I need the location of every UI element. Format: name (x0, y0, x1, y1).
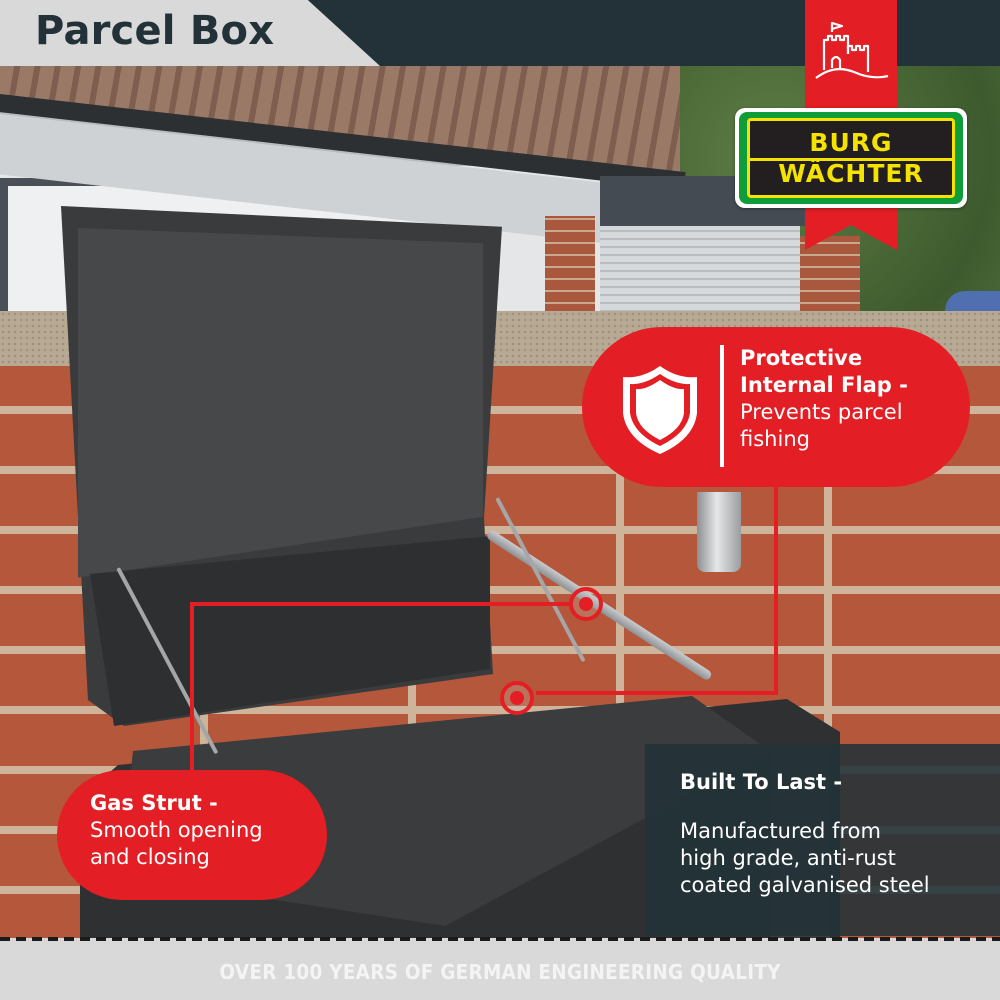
page-title: Parcel Box (35, 8, 275, 54)
built-to-last-panel (645, 744, 1000, 936)
logo-text-wachter: WÄCHTER (778, 159, 924, 188)
built-to-last-body-1: Manufactured from (680, 819, 881, 843)
parcel-box-lid-inner (78, 228, 483, 578)
built-to-last-title: Built To Last - (680, 770, 843, 794)
marker-gas-strut (569, 587, 603, 621)
callout-internal-flap-title-2: Internal Flap - (740, 373, 908, 397)
connector-line-flap-horizontal (536, 691, 778, 695)
brick-pillar (545, 216, 595, 326)
callout-divider (720, 345, 724, 467)
callout-gas-strut-text: Gas Strut - Smooth opening and closing (90, 790, 320, 871)
header-title-panel (0, 0, 380, 66)
connector-line-strut-horizontal (190, 602, 570, 606)
logo-divider (750, 158, 952, 161)
garage-door (600, 226, 800, 326)
marker-internal-flap (500, 681, 534, 715)
callout-gas-strut (57, 770, 327, 900)
wall-light (697, 492, 741, 572)
shield-icon (623, 366, 697, 454)
callout-gas-strut-body-1: Smooth opening (90, 818, 263, 842)
built-to-last-body-2: high grade, anti-rust (680, 846, 896, 870)
castle-icon (815, 22, 889, 79)
callout-internal-flap-text: Protective Internal Flap - Prevents parc… (740, 345, 980, 453)
connector-line-strut-vertical (190, 602, 194, 772)
footer-banner: OVER 100 YEARS OF GERMAN ENGINEERING QUA… (0, 943, 1000, 1000)
built-to-last-body: Manufactured from high grade, anti-rust … (680, 818, 995, 899)
callout-internal-flap-body-1: Prevents parcel (740, 400, 903, 424)
built-to-last-body-3: coated galvanised steel (680, 873, 930, 897)
callout-internal-flap-title-1: Protective (740, 346, 863, 370)
burg-wachter-logo: BURG WÄCHTER (735, 108, 967, 208)
footer-tagline: OVER 100 YEARS OF GERMAN ENGINEERING QUA… (219, 959, 781, 984)
callout-internal-flap-body-2: fishing (740, 427, 810, 451)
callout-gas-strut-title: Gas Strut - (90, 791, 218, 815)
callout-gas-strut-body-2: and closing (90, 845, 210, 869)
logo-text-burg: BURG (809, 128, 893, 157)
footer-dashed-divider (0, 937, 1000, 941)
connector-line-flap-vertical (774, 487, 778, 695)
